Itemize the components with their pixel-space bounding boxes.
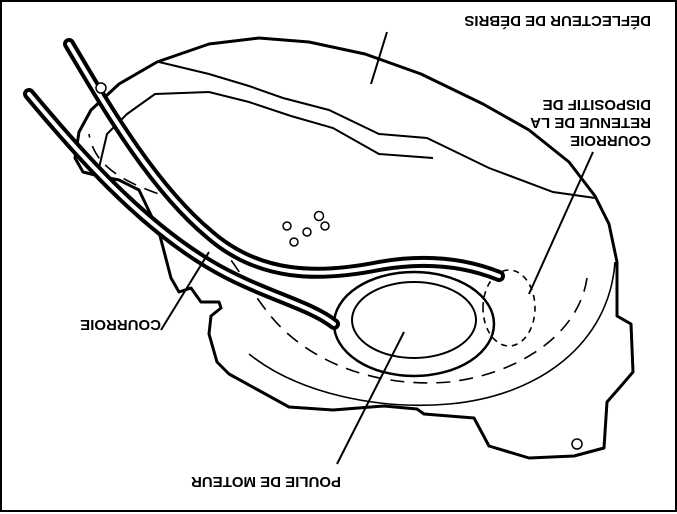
leader-debris-deflector [370, 31, 388, 85]
mount-hole [313, 210, 325, 222]
deflector-wall [158, 61, 596, 199]
leader-belt-retainer [528, 151, 594, 295]
mount-hole [282, 221, 292, 231]
mount-hole [571, 438, 583, 450]
motor-pulley-hub [351, 281, 477, 359]
belt-strand-lower-inner [27, 92, 336, 326]
label-debris-deflector: DÉFLECTEUR DE DÉBRIS [464, 12, 651, 29]
label-motor-pulley: POULIE DE MOTEUR [191, 473, 341, 490]
mount-hole [302, 227, 312, 237]
mount-hole [320, 221, 330, 231]
mount-hole [289, 237, 299, 247]
label-belt-retainer-line1: DISPOSITIF DE [543, 96, 651, 113]
label-belt-retainer-line3: COURROIE [570, 132, 651, 149]
outer-rim [248, 261, 616, 407]
leader-motor-pulley [336, 331, 405, 465]
leader-belt [160, 251, 210, 331]
label-belt-retainer-line2: RETENUE DE LA [530, 114, 651, 131]
belt-strand-upper-inner [67, 42, 501, 278]
diagram-rotated-group: DÉFLECTEUR DE DÉBRIS DISPOSITIF DE RETEN… [23, 12, 651, 490]
label-belt: COURROIE [80, 316, 161, 333]
belt-retainer-ring [482, 269, 536, 347]
mount-hole [95, 82, 107, 94]
